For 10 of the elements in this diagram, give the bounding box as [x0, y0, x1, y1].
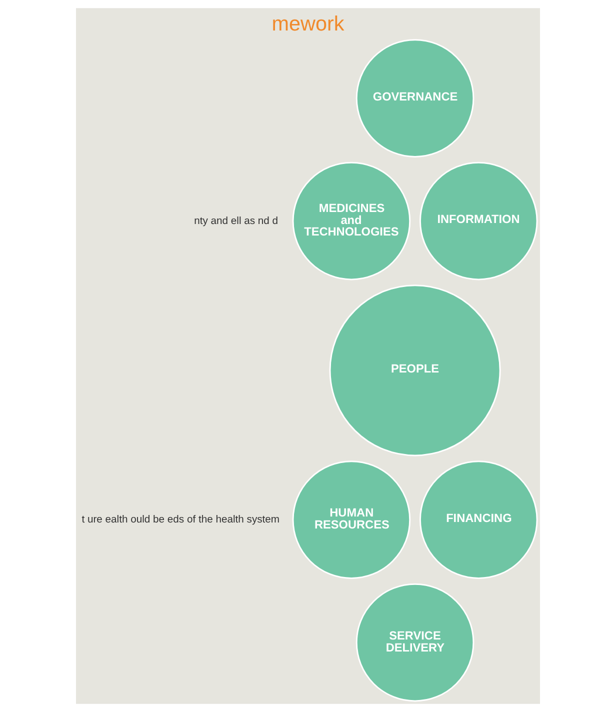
- node-circle: SERVICE DELIVERY: [355, 583, 474, 702]
- label: nty and ell as nd d: [194, 216, 278, 227]
- diagram-title: mework: [271, 12, 344, 36]
- node-circle: HUMAN RESOURCES: [292, 460, 410, 579]
- node-circle: FINANCING: [418, 460, 538, 579]
- node-circle: INFORMATION: [418, 162, 538, 280]
- node-circle: MEDICINES and TECHNOLOGIES: [292, 162, 410, 280]
- label: t ure ealth ould be eds of the health system: [81, 514, 280, 526]
- node-circle: GOVERNANCE: [355, 39, 474, 158]
- node-circle: PEOPLE: [328, 284, 500, 456]
